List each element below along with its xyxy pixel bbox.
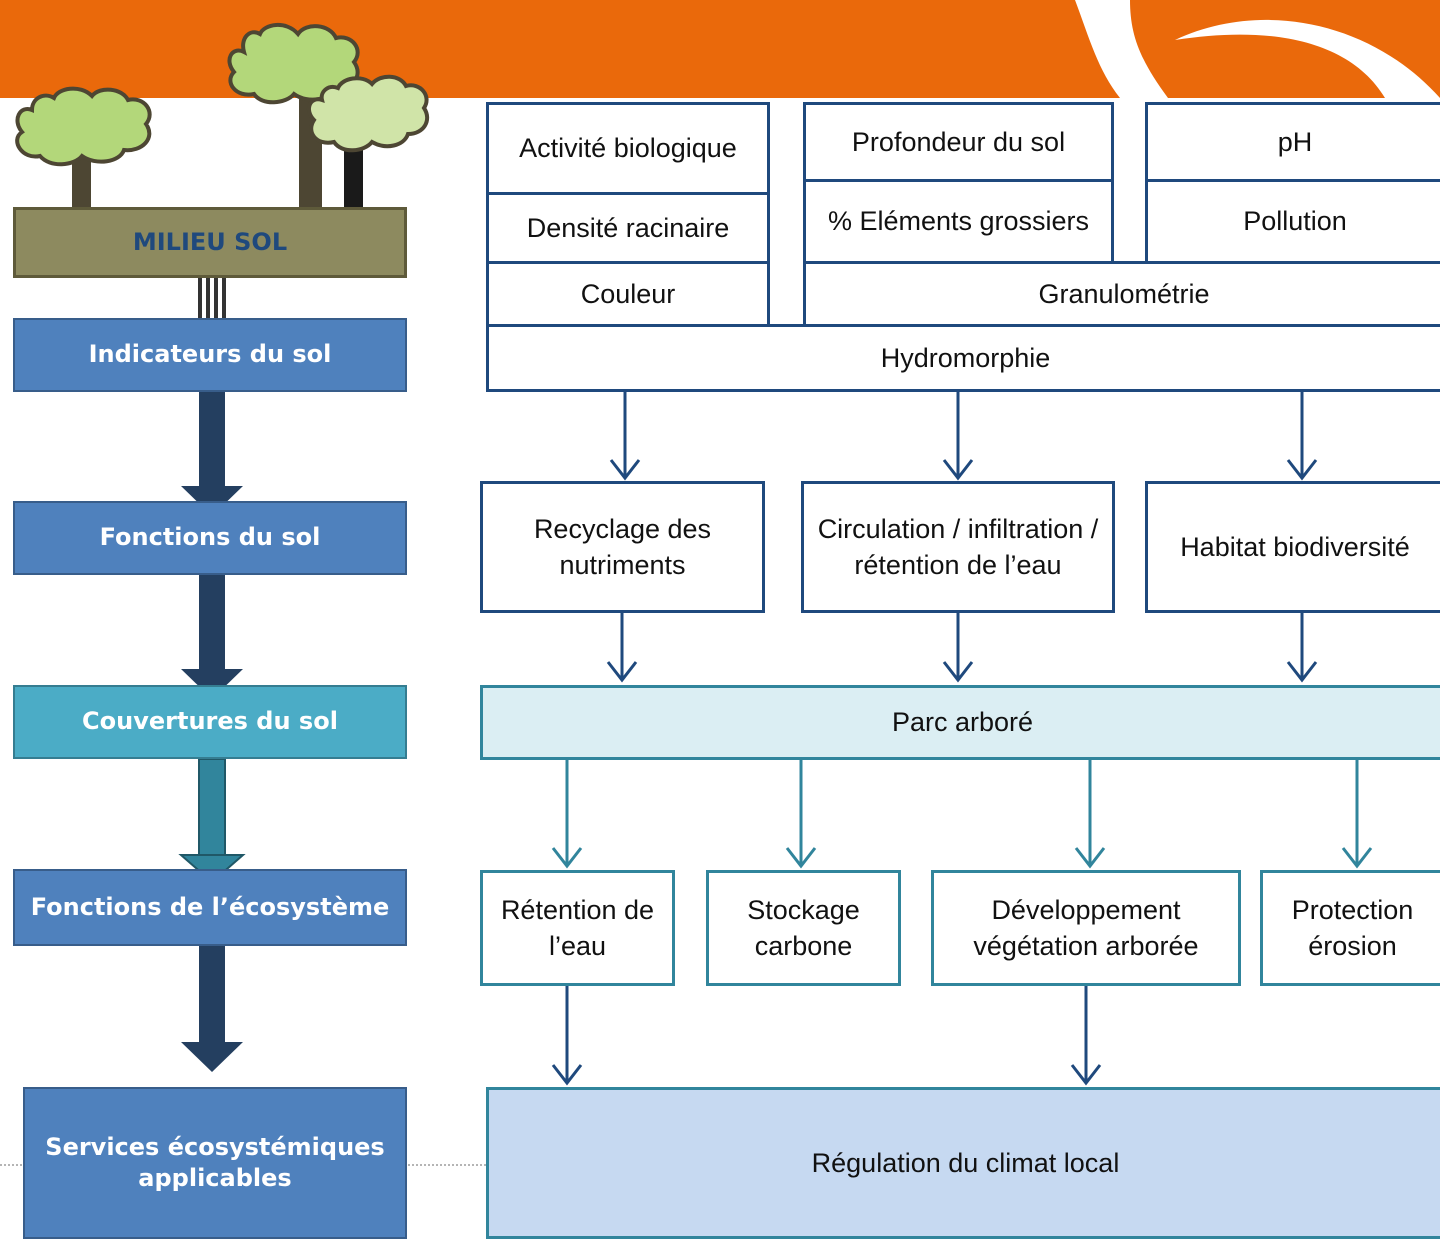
eco-function-developpement: Développement végétation arborée xyxy=(931,870,1241,986)
land-cover-parc-arbore: Parc arboré xyxy=(480,685,1440,760)
stage-couvertures: Couvertures du sol xyxy=(13,685,407,759)
soil-to-indicators-connector xyxy=(198,278,226,318)
stage-milieu-sol: MILIEU SOL xyxy=(13,207,407,278)
indicator-profondeur: Profondeur du sol xyxy=(803,102,1114,182)
down-arrow xyxy=(178,758,246,884)
stage-indicateurs: Indicateurs du sol xyxy=(13,318,407,392)
eco-function-protection: Protection érosion xyxy=(1260,870,1440,986)
function-recyclage: Recyclage des nutriments xyxy=(480,481,765,613)
arrow xyxy=(1286,392,1318,481)
eco-function-stockage: Stockage carbone xyxy=(706,870,901,986)
arrow xyxy=(942,392,974,481)
arrow xyxy=(1286,613,1318,683)
arrow xyxy=(606,613,638,683)
arrow xyxy=(942,613,974,683)
stage-fonctions-ecosysteme: Fonctions de l’écosystème xyxy=(13,869,407,946)
arrow xyxy=(609,392,641,481)
function-circulation: Circulation / infiltration / rétention d… xyxy=(801,481,1115,613)
down-arrow xyxy=(181,575,243,699)
indicator-ph: pH xyxy=(1145,102,1440,182)
arrow xyxy=(1341,760,1373,869)
stage-services: Services écosystémiques applicables xyxy=(23,1087,407,1239)
eco-function-retention: Rétention de l’eau xyxy=(480,870,675,986)
service-regulation-climat: Régulation du climat local xyxy=(486,1087,1440,1239)
arrow xyxy=(551,986,583,1086)
arrow xyxy=(1074,760,1106,869)
down-arrow xyxy=(181,946,243,1072)
arrow xyxy=(551,760,583,869)
stage-fonctions-sol: Fonctions du sol xyxy=(13,501,407,575)
indicator-hydromorphie: Hydromorphie xyxy=(486,324,1440,392)
arrow xyxy=(1070,986,1102,1086)
arrow xyxy=(785,760,817,869)
indicator-elements-grossiers: % Eléments grossiers xyxy=(803,179,1114,264)
function-habitat: Habitat biodiversité xyxy=(1145,481,1440,613)
